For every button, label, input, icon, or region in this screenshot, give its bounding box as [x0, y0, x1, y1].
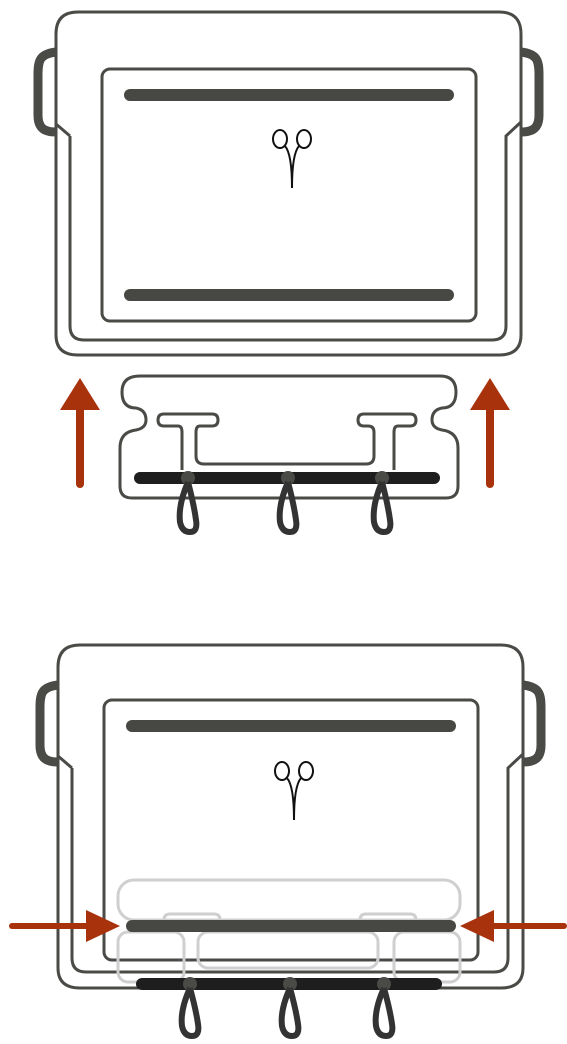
scissors-icon [274, 761, 314, 821]
case-inner-frame [68, 120, 523, 342]
panel-insert-step [33, 10, 544, 536]
case-window [102, 698, 480, 962]
scissors-icon [272, 129, 312, 189]
right-handle [516, 47, 544, 137]
rail-mount [118, 374, 460, 500]
left-handle [35, 680, 63, 767]
arrow-icon [460, 910, 567, 942]
case-window [100, 67, 478, 323]
loop-hook-icon [372, 977, 396, 1040]
loop-hook-icon [276, 471, 300, 536]
panel-locked-step [9, 643, 567, 1040]
case-inner-frame [70, 752, 525, 974]
arrow-icon [60, 378, 100, 488]
loop-hook-icon [370, 471, 394, 536]
arrow-icon [470, 378, 510, 488]
loop-hook-icon [178, 977, 202, 1040]
case-inner-frame-left [57, 754, 73, 770]
loop-hook-icon [176, 471, 200, 536]
arrow-icon [9, 910, 120, 942]
case-inner-frame-left [55, 122, 71, 138]
loop-hook-icon [278, 977, 302, 1040]
rail-channel [156, 412, 418, 470]
left-handle [33, 47, 61, 137]
right-handle [518, 680, 546, 767]
